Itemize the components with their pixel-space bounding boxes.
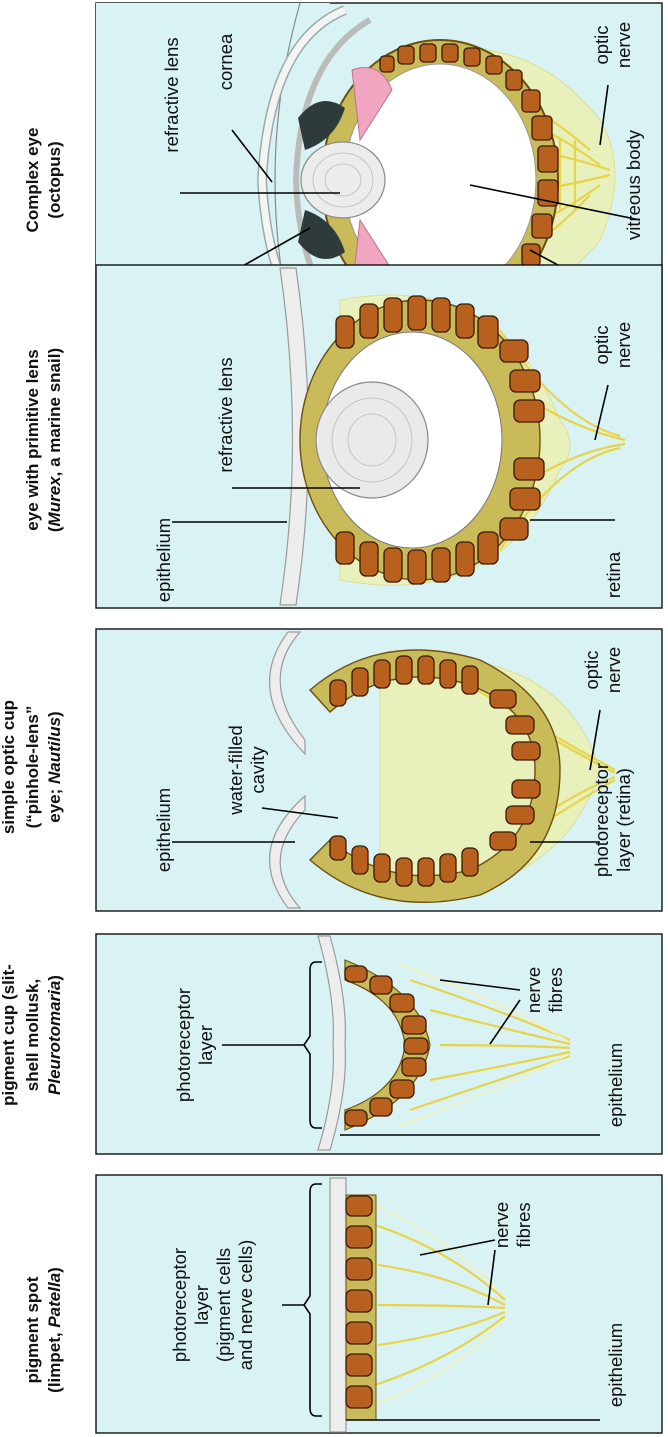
- label-nerve-murex: nerve: [613, 322, 634, 368]
- panel-murex: eye with primitive lens (Murex, a marine…: [23, 265, 662, 608]
- refractive-lens-murex: [316, 382, 428, 498]
- heading-pleurotomaria-line2: shell mollusk,: [23, 979, 42, 1091]
- label-optic-nautilus: optic: [581, 650, 602, 689]
- heading-nautilus-line3: eye; Nautilus): [45, 711, 64, 822]
- heading-nautilus-line2: (“pinhole-lens”: [23, 706, 42, 829]
- panel-pleurotomaria: pigment cup (slit- shell mollusk, Pleuro…: [0, 934, 662, 1154]
- label-optic: optic: [591, 25, 612, 64]
- label-nerve-patella: nerve: [491, 1202, 512, 1248]
- heading-octopus-line1: Complex eye: [23, 128, 42, 233]
- label-fibres-patella: fibres: [513, 1202, 534, 1247]
- label-layer-patella: layer: [191, 1285, 212, 1325]
- label-epithelium-patella: epithelium: [605, 1323, 626, 1407]
- label-fibres-pleurotomaria: fibres: [545, 967, 566, 1012]
- label-cavity: cavity: [247, 746, 268, 794]
- label-refractive-lens: refractive lens: [161, 37, 182, 152]
- label-photoreceptor-pleurotomaria: photoreceptor: [173, 988, 194, 1102]
- label-photoreceptor-nautilus: photoreceptor: [591, 763, 612, 877]
- heading-pleurotomaria-line1: pigment cup (slit-: [0, 964, 18, 1106]
- photoreceptor-cells-patella: [346, 1196, 372, 1408]
- label-refractive-lens-murex: refractive lens: [215, 357, 236, 472]
- label-epithelium-nautilus: epithelium: [153, 788, 174, 872]
- panel-nautilus: simple optic cup (“pinhole-lens” eye; Na…: [0, 629, 662, 911]
- label-cornea: cornea: [215, 33, 236, 90]
- label-pigment-cells: (pigment cells: [213, 1248, 234, 1362]
- heading-patella-line2: (limpet, Patella): [45, 1267, 64, 1393]
- heading-murex-line1: eye with primitive lens: [23, 349, 42, 530]
- panel-patella: pigment spot (limpet, Patella) photorece…: [23, 1175, 662, 1433]
- heading-octopus-line2: (octopus): [45, 141, 64, 218]
- label-optic-murex: optic: [591, 325, 612, 364]
- heading-patella-line1: pigment spot: [23, 1276, 42, 1383]
- label-epithelium-murex: epithelium: [153, 518, 174, 602]
- epithelium-patella: [330, 1178, 346, 1432]
- label-nerve-pleurotomaria: nerve: [523, 967, 544, 1013]
- heading-murex-line2: (Murex, a marine snail): [45, 348, 64, 532]
- label-and-nerve-cells: and nerve cells): [235, 1240, 256, 1371]
- label-nerve: nerve: [613, 22, 634, 68]
- label-layer-pleurotomaria: layer: [195, 1025, 216, 1065]
- label-nerve-nautilus: nerve: [603, 647, 624, 693]
- label-retina-murex: retina: [603, 551, 624, 598]
- label-epithelium-pleurotomaria: epithelium: [605, 1043, 626, 1127]
- label-vitreous-body: vitreous body: [623, 129, 644, 240]
- heading-pleurotomaria-line3: Pleurotomaria): [45, 975, 64, 1095]
- heading-nautilus-line1: simple optic cup: [0, 700, 18, 834]
- label-photoreceptor-patella: photoreceptor: [169, 1248, 190, 1362]
- label-water-filled: water-filled: [225, 725, 246, 815]
- label-layer-retina-nautilus: layer (retina): [613, 768, 634, 872]
